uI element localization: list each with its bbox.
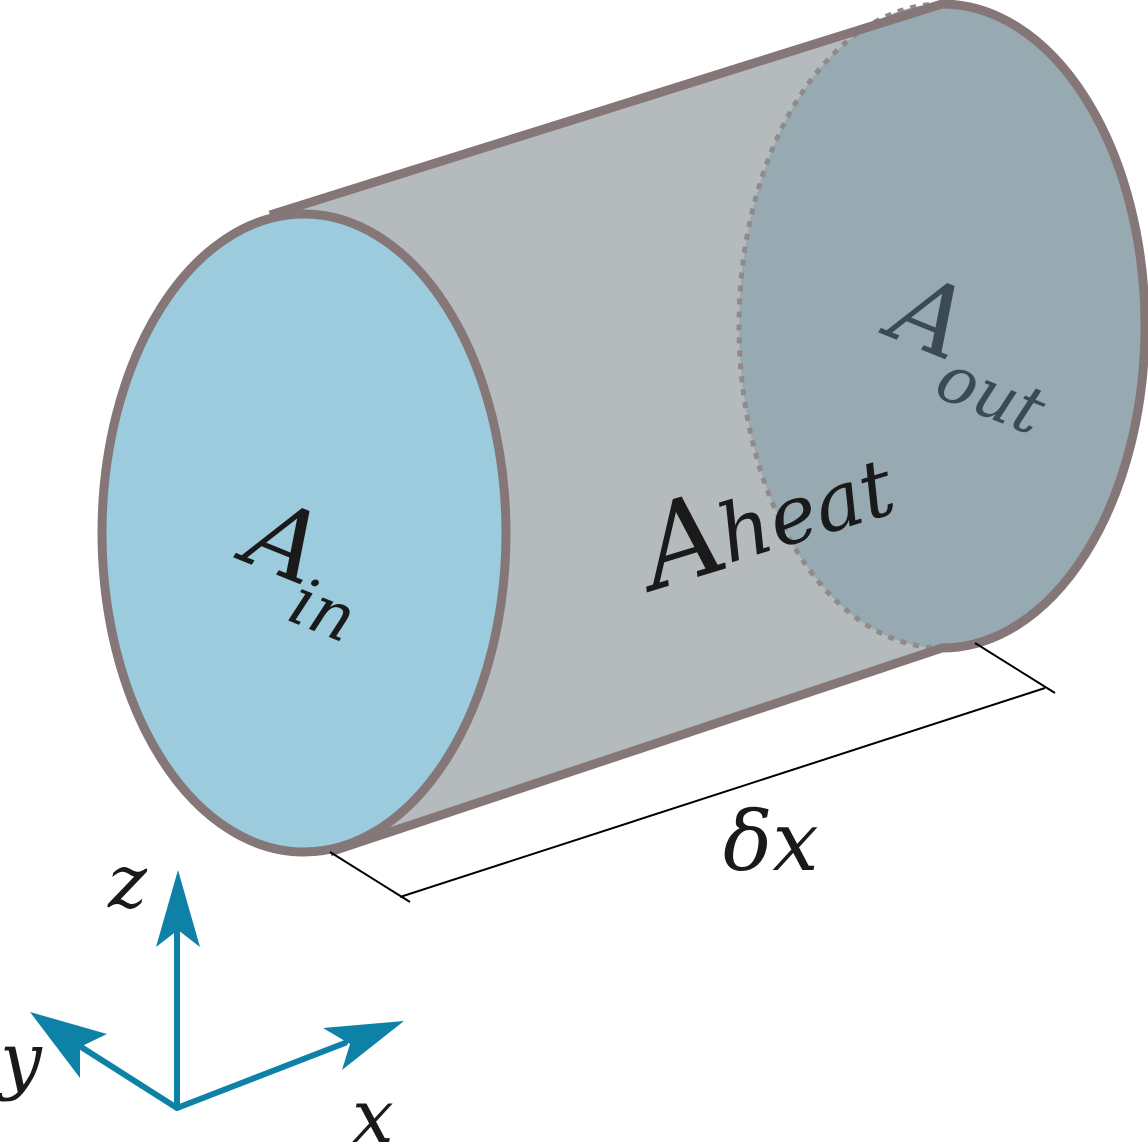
z-axis-label: z [107, 839, 148, 925]
label-delta-x: δx [723, 795, 819, 890]
dimension-delta-x [329, 642, 1056, 903]
outlet-hidden-rim [736, 1, 943, 651]
z-arrow-head [156, 870, 200, 947]
x-arrow-head [323, 1021, 404, 1070]
y-axis-line [75, 1042, 180, 1111]
x-axis-line [174, 1040, 348, 1111]
y-arrow-head [30, 1012, 107, 1078]
outlet-face [739, 4, 1145, 648]
x-axis-label: x [352, 1074, 394, 1147]
cylinder-outline [268, 0, 1148, 857]
inlet-face [97, 209, 511, 857]
coordinate-axes: z x y [0, 839, 404, 1147]
y-axis-label: y [0, 1017, 43, 1103]
